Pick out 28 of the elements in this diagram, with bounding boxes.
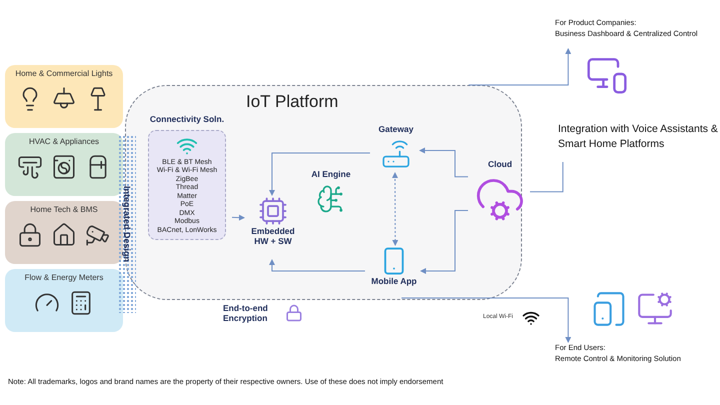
device-category-panel <box>5 65 123 128</box>
arrow <box>468 48 572 86</box>
arrow <box>392 172 398 246</box>
device-category-panel <box>5 133 123 196</box>
panel-heading: Flow & Energy Meters <box>24 273 104 282</box>
arrow <box>419 148 468 178</box>
arrow <box>401 298 572 343</box>
panel-heading: HVAC & Appliances <box>28 137 100 146</box>
section-heading: Connectivity Soln. <box>150 114 224 124</box>
component-label: AI Engine <box>311 169 351 180</box>
platform-title: IoT Platform <box>246 92 338 112</box>
encryption-label: End-to-end Encryption <box>223 303 269 324</box>
device-category-panel <box>5 269 123 332</box>
component-label: Cloud <box>488 159 512 170</box>
arrow <box>232 214 245 221</box>
device-category-panel <box>5 201 123 264</box>
component-label: Gateway <box>378 124 414 134</box>
connector-line <box>530 162 564 192</box>
component-label: Embedded HW + SW <box>250 226 296 246</box>
dotted-band <box>118 135 136 313</box>
panel-heading: Home Tech & BMS <box>30 205 98 214</box>
component-label: Mobile App <box>371 276 417 286</box>
panel-heading: Home & Commercial Lights <box>15 69 113 78</box>
band-label: Integrated Design <box>122 186 132 262</box>
arrow <box>420 210 468 274</box>
arrow <box>269 259 366 272</box>
arrow <box>269 152 370 196</box>
integration-heading: Integration with Voice Assistants & Smart Home Platforms <box>558 122 719 152</box>
